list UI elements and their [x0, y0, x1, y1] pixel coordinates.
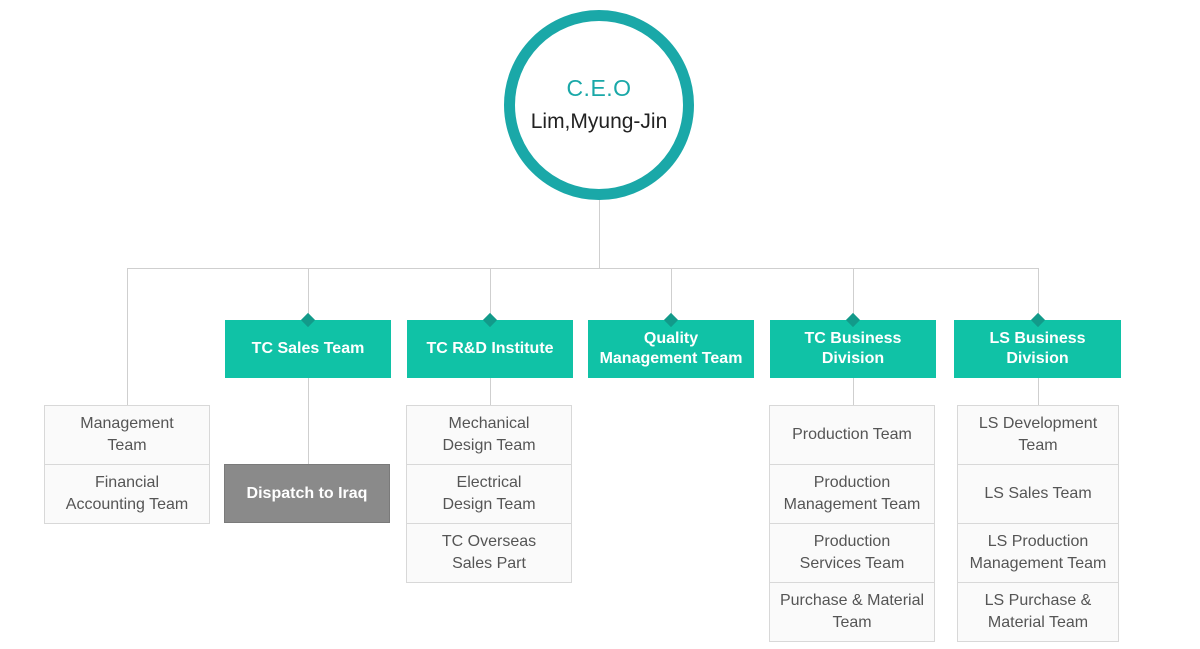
tc-business-sub-connector [853, 377, 854, 405]
tc-overseas-sales-part-box: TC Overseas Sales Part [406, 523, 572, 583]
ceo-name: Lim,Myung-Jin [530, 110, 668, 133]
ls-sales-team-box: LS Sales Team [957, 464, 1119, 524]
ceo-connector [599, 200, 600, 269]
ls-business-connector [1038, 268, 1039, 320]
management-connector [127, 268, 128, 406]
ls-business-division-header: LS Business Division [954, 320, 1121, 378]
tc-business-division-header: TC Business Division [770, 320, 936, 378]
ls-purchase-material-team-box: LS Purchase & Material Team [957, 582, 1119, 642]
ceo-title: C.E.O [566, 75, 632, 101]
production-team-box: Production Team [769, 405, 935, 465]
dispatch-connector [308, 377, 309, 464]
financial-accounting-team-box: Financial Accounting Team [44, 464, 210, 524]
quality-connector [671, 268, 672, 320]
production-services-team-box: Production Services Team [769, 523, 935, 583]
tc-sales-team-header: TC Sales Team [225, 320, 391, 378]
tc-rd-connector [490, 268, 491, 320]
dispatch-to-iraq-box: Dispatch to Iraq [224, 464, 390, 523]
quality-management-team-header: Quality Management Team [588, 320, 754, 378]
mechanical-design-team-box: Mechanical Design Team [406, 405, 572, 465]
electrical-design-team-box: Electrical Design Team [406, 464, 572, 524]
purchase-material-team-box: Purchase & Material Team [769, 582, 935, 642]
tc-rd-sub-connector [490, 377, 491, 405]
horizontal-connector [127, 268, 1039, 269]
production-management-team-box: Production Management Team [769, 464, 935, 524]
ls-development-team-box: LS Development Team [957, 405, 1119, 465]
ls-production-management-team-box: LS Production Management Team [957, 523, 1119, 583]
management-team-box: Management Team [44, 405, 210, 465]
ls-business-sub-connector [1038, 377, 1039, 405]
ceo-node: C.E.O Lim,Myung-Jin [504, 10, 694, 200]
tc-business-connector [853, 268, 854, 320]
tc-rd-institute-header: TC R&D Institute [407, 320, 573, 378]
tc-sales-connector [308, 268, 309, 320]
